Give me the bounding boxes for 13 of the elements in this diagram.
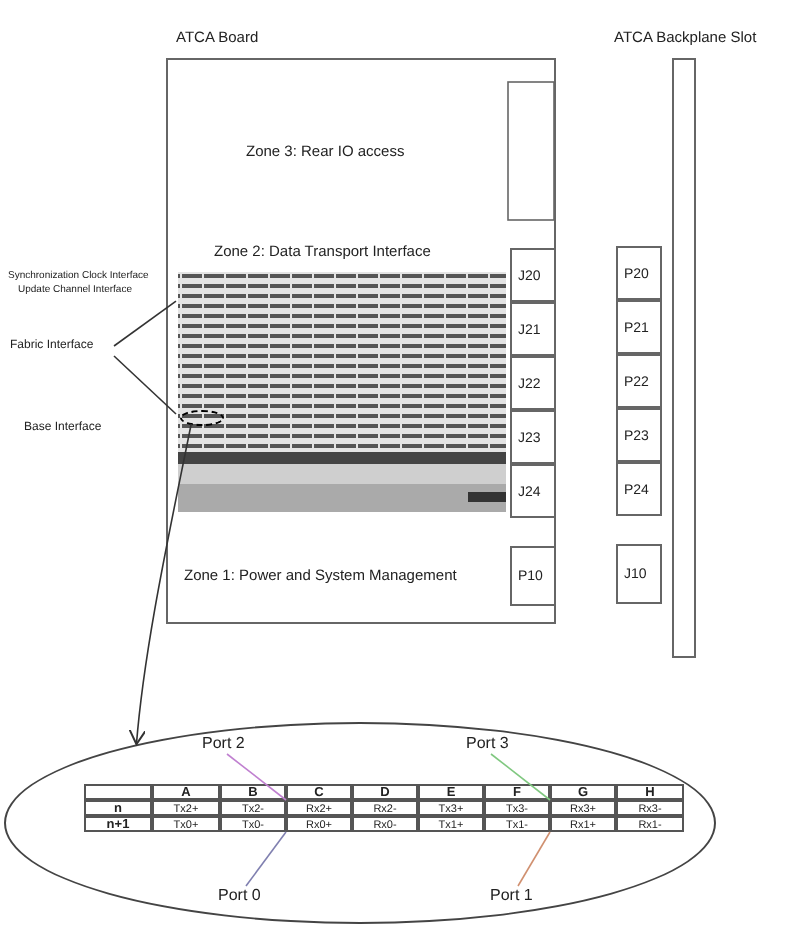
leader-line: [113, 355, 177, 415]
leader-line: [245, 831, 287, 887]
port-label: Port 2: [202, 736, 262, 756]
leader-line: [226, 753, 287, 801]
arrow: [128, 423, 192, 746]
leader-line: [113, 300, 177, 347]
port-label: Port 0: [218, 888, 278, 908]
port-label: Port 3: [466, 736, 526, 756]
connector-array-drawing: [178, 272, 506, 512]
leader-line: [517, 831, 551, 887]
port-label: Port 1: [490, 888, 550, 908]
leader-line: [490, 753, 551, 801]
highlight-ellipse: [180, 410, 224, 426]
